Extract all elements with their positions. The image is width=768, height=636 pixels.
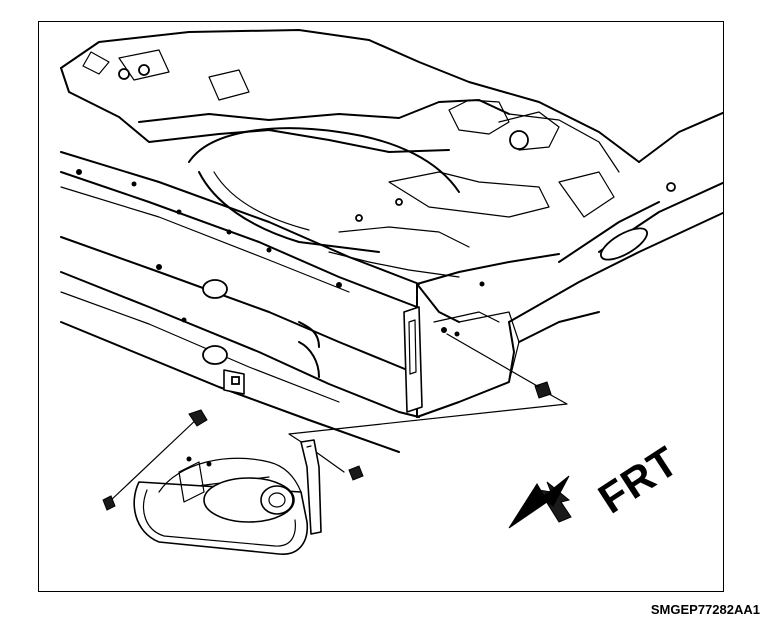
screw-center [348,465,364,481]
fog-lamp-assembly [133,439,322,555]
radiator-support-upper [60,29,640,218]
fasteners [102,333,568,511]
screw-lower-left [102,495,116,511]
bumper-reinforcement-beam [60,151,420,453]
nut-right [534,381,552,399]
fog-lamp-installation-drawing [60,29,723,555]
diagram-frame: FRT [38,21,724,592]
front-direction-arrow-icon [508,475,572,529]
corner-block [403,253,560,418]
fender-apron [508,111,723,343]
bolt-upper-left [188,409,208,427]
mounting-tab [223,369,245,395]
figure-code: SMGEP77282AA1 [650,602,760,617]
